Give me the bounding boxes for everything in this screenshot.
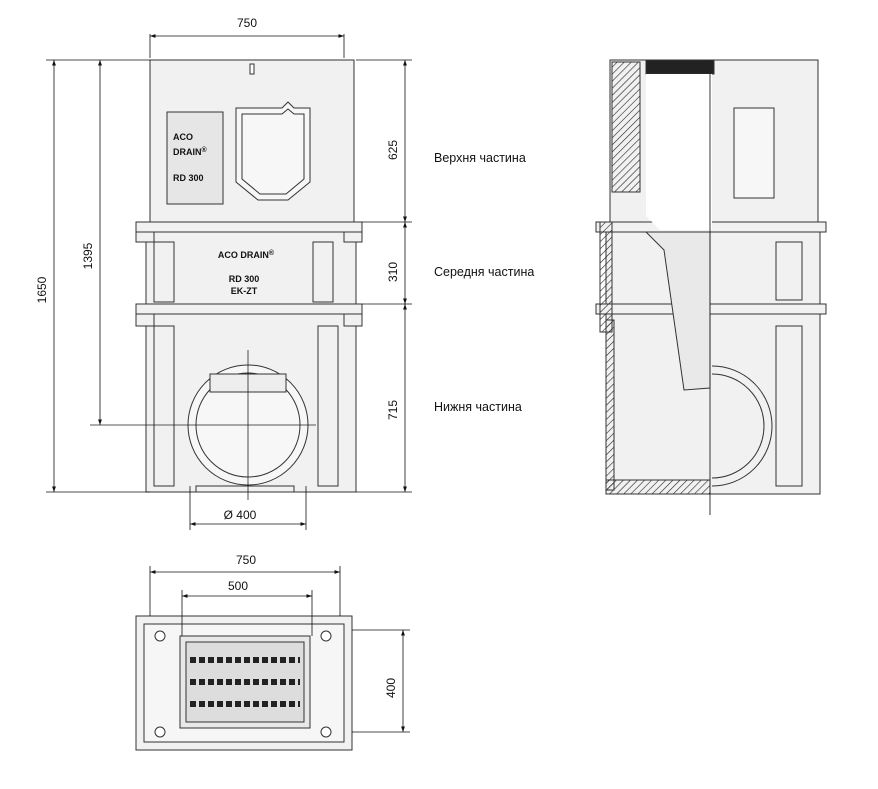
section-view — [595, 59, 827, 515]
top-brand-line2: DRAIN® — [173, 146, 208, 157]
inlet-opening-outline — [235, 101, 311, 201]
mid-model-line1: RD 300 — [229, 274, 260, 284]
label-top-part: Верхня частина — [434, 151, 526, 165]
plan-view — [135, 615, 353, 751]
dim-width: 750 — [237, 16, 257, 30]
top-brand-plate — [166, 111, 224, 205]
dim-total-height: 1650 — [35, 276, 49, 303]
plan-dim-depth: 400 — [384, 678, 398, 698]
dim-top-part: 625 — [386, 140, 400, 160]
section-top-part — [609, 59, 819, 223]
dim-middle-part: 310 — [386, 262, 400, 282]
section-filter-insert — [644, 231, 711, 391]
dim-outlet-diameter: Ø 400 — [224, 508, 257, 522]
label-bottom-part: Нижня частина — [434, 400, 522, 414]
mid-brand: ACO DRAIN® — [218, 249, 275, 260]
mid-model-line2: EK-ZT — [231, 286, 258, 296]
section-middle-part — [605, 229, 821, 305]
plan-dim-grate-width: 500 — [228, 579, 248, 593]
section-grate — [645, 59, 715, 75]
label-middle-part: Середня частина — [434, 265, 534, 279]
section-bottom-part — [605, 311, 821, 495]
dim-bottom-part: 715 — [386, 400, 400, 420]
front-dimensions — [46, 34, 412, 530]
dim-height-to-pipe: 1395 — [81, 242, 95, 269]
top-model: RD 300 — [173, 173, 204, 183]
front-view — [90, 59, 363, 500]
plan-dimensions — [149, 566, 410, 733]
top-brand-line1: ACO — [173, 132, 193, 142]
plan-dim-outer-width: 750 — [236, 553, 256, 567]
